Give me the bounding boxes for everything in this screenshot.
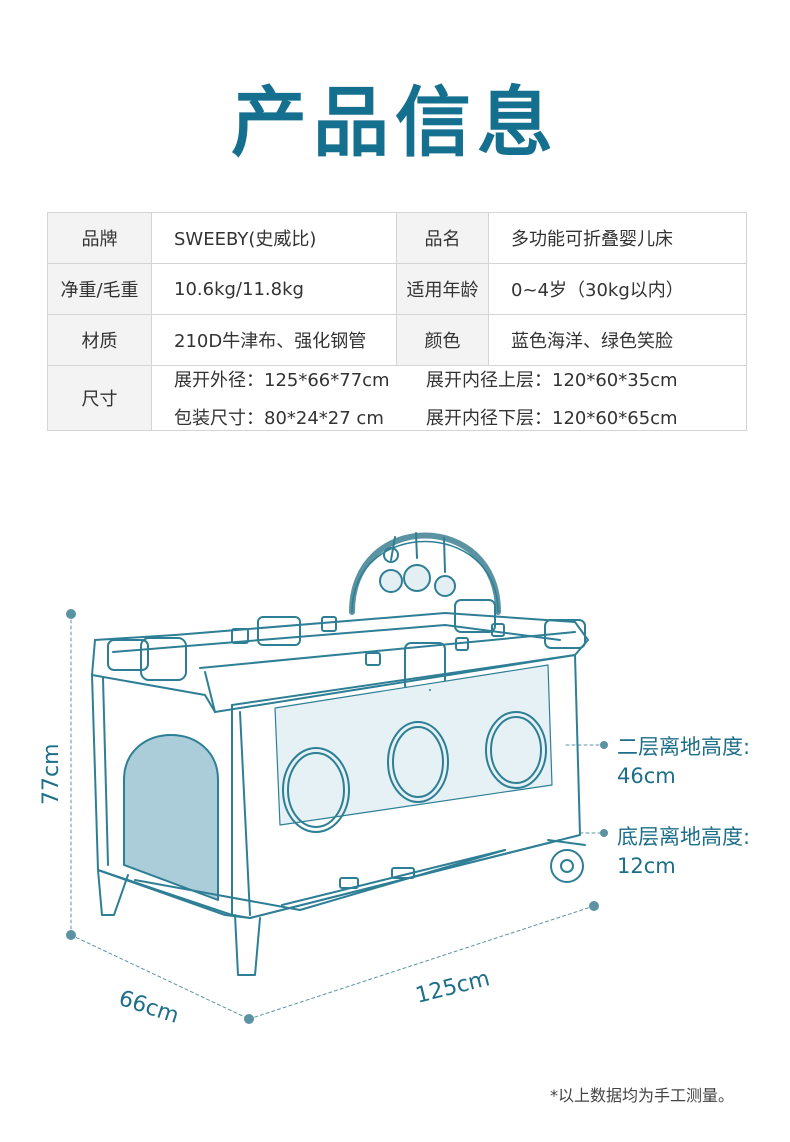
table-row: 尺寸 展开外径：125*66*77cm 展开内径上层：120*60*35cm 包… [47,365,747,431]
size-inner-lower: 展开内径下层：120*60*65cm [426,408,678,429]
size-label: 尺寸 [47,365,152,431]
brand-value: SWEEBY(史威比) [151,212,397,264]
size-package: 包装尺寸：80*24*27 cm [174,408,384,429]
weight-label: 净重/毛重 [47,263,152,315]
size-outer: 展开外径：125*66*77cm [174,370,390,391]
brand-label: 品牌 [47,212,152,264]
color-label: 颜色 [396,314,489,366]
age-label: 适用年龄 [396,263,489,315]
weight-value: 10.6kg/11.8kg [151,263,397,315]
bottom-layer-label: 底层离地高度: [617,825,751,849]
size-value: 展开外径：125*66*77cm 展开内径上层：120*60*35cm 包装尺寸… [151,365,747,431]
size-inner-upper: 展开内径上层：120*60*35cm [426,370,678,391]
measurement-note: *以上数据均为手工测量。 [549,1086,734,1105]
table-row: 材质 210D牛津布、强化钢管 颜色 蓝色海洋、绿色笑脸 [47,314,747,366]
product-name-label: 品名 [396,212,489,264]
page-title: 产品信息 [231,78,559,167]
table-row: 品牌 SWEEBY(史威比) 品名 多功能可折叠婴儿床 [47,212,747,264]
second-layer-value: 46cm [617,764,676,788]
material-label: 材质 [47,314,152,366]
height-dimension-label: 77cm [39,743,64,805]
second-layer-label: 二层离地高度: [617,735,751,759]
product-info-table: 品牌 SWEEBY(史威比) 品名 多功能可折叠婴儿床 净重/毛重 10.6kg… [47,212,747,431]
bottom-layer-value: 12cm [617,854,676,878]
age-value: 0~4岁（30kg以内） [488,263,747,315]
color-value: 蓝色海洋、绿色笑脸 [488,314,747,366]
material-value: 210D牛津布、强化钢管 [151,314,397,366]
table-row: 净重/毛重 10.6kg/11.8kg 适用年龄 0~4岁（30kg以内） [47,263,747,315]
second-layer-height: 二层离地高度: 46cm [617,733,750,791]
crib-illustration [66,532,608,1024]
bottom-layer-height: 底层离地高度: 12cm [617,823,750,881]
product-name-value: 多功能可折叠婴儿床 [488,212,747,264]
